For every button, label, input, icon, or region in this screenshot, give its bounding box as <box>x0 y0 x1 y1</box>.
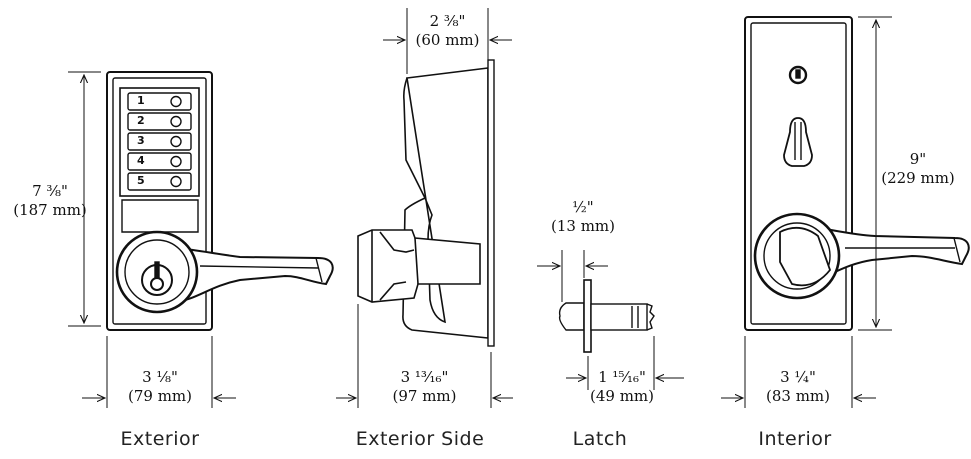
latch-length-mm: (49 mm) <box>589 387 654 405</box>
latch-throw-inches: ½" <box>572 198 594 216</box>
exterior-key-slot <box>154 261 160 279</box>
interior-lever-hub <box>779 226 832 287</box>
side-projection-label: 3 ¹³⁄₁₆" (97 mm) <box>372 368 477 406</box>
latch-throw-label: ½" (13 mm) <box>538 198 628 236</box>
interior-height-mm: (229 mm) <box>881 169 955 187</box>
side-depth-mm: (60 mm) <box>415 31 480 49</box>
exterior-height-label: 7 ³⁄₈" (187 mm) <box>2 182 98 220</box>
interior-width-label: 3 ¼" (83 mm) <box>748 368 848 406</box>
keypad-button-1-hole <box>170 95 182 108</box>
caption-exterior-side: Exterior Side <box>355 428 485 450</box>
exterior-lever-neck <box>121 199 199 233</box>
latch-tail <box>646 303 655 331</box>
latch-faceplate <box>583 279 592 353</box>
latch-length-inches: 1 ¹⁵⁄₁₆" <box>598 368 646 386</box>
side-door-plate <box>487 59 495 347</box>
side-lever-detail <box>371 230 419 302</box>
exterior-lever <box>158 247 334 304</box>
side-lever <box>357 229 481 303</box>
interior-view <box>744 16 970 331</box>
side-depth-inches: 2 ³⁄₈" <box>429 12 466 30</box>
keypad-button-5-hole <box>170 175 182 188</box>
side-depth-label: 2 ³⁄₈" (60 mm) <box>407 12 488 50</box>
caption-exterior: Exterior <box>120 428 200 450</box>
side-housing <box>402 67 489 339</box>
keypad-label-1: 1 <box>137 94 145 107</box>
keypad-button-3 <box>127 132 192 151</box>
interior-dimension-lines <box>721 16 892 408</box>
keypad-button-4 <box>127 152 192 171</box>
keypad-button-1 <box>127 92 192 111</box>
latch-throw-mm: (13 mm) <box>550 217 615 235</box>
interior-thumbturn-stem <box>794 122 802 160</box>
keypad-button-2 <box>127 112 192 131</box>
interior-key-override <box>788 65 808 85</box>
keypad-label-3: 3 <box>137 134 145 147</box>
exterior-lever-edge <box>199 257 323 283</box>
exterior-keypad-frame <box>119 87 200 197</box>
exterior-width-inches: 3 ¹⁄₈" <box>142 368 178 386</box>
exterior-escutcheon-inner <box>112 77 207 325</box>
keypad-label-4: 4 <box>137 154 145 167</box>
side-housing-front <box>403 77 426 199</box>
latch-dimension-lines <box>537 250 684 390</box>
latch-bolt <box>558 302 585 331</box>
interior-lever-edge <box>845 237 961 263</box>
keypad-button-3-hole <box>170 135 182 148</box>
keypad-label-2: 2 <box>137 114 145 127</box>
exterior-side-view <box>357 59 495 347</box>
exterior-rose-inner <box>124 239 190 305</box>
exterior-side-dimension-lines <box>336 8 513 408</box>
interior-escutcheon-inner <box>750 22 847 325</box>
exterior-view <box>106 71 334 331</box>
interior-height-label: 9" (229 mm) <box>868 150 968 188</box>
exterior-height-mm: (187 mm) <box>13 201 87 219</box>
keypad-button-5 <box>127 172 192 191</box>
exterior-keypad-buttons <box>127 92 192 191</box>
exterior-width-label: 3 ¹⁄₈" (79 mm) <box>110 368 210 406</box>
side-projection-inches: 3 ¹³⁄₁₆" <box>400 368 449 386</box>
interior-thumbturn <box>783 117 813 167</box>
keypad-label-5: 5 <box>137 174 145 187</box>
latch-length-label: 1 ¹⁵⁄₁₆" (49 mm) <box>572 368 672 406</box>
interior-key-override-slot <box>795 69 801 79</box>
exterior-height-inches: 7 ³⁄₈" <box>32 182 68 200</box>
interior-height-inches: 9" <box>909 150 927 168</box>
caption-interior: Interior <box>758 428 832 450</box>
keypad-button-2-hole <box>170 115 182 128</box>
caption-latch: Latch <box>572 428 628 450</box>
exterior-dimension-lines <box>68 71 236 408</box>
exterior-width-mm: (79 mm) <box>127 387 192 405</box>
interior-width-mm: (83 mm) <box>765 387 830 405</box>
keypad-button-4-hole <box>170 155 182 168</box>
interior-lever <box>796 226 970 282</box>
interior-width-inches: 3 ¼" <box>780 368 816 386</box>
interior-rose-inner <box>763 222 831 290</box>
latch-view <box>558 279 655 353</box>
side-projection-mm: (97 mm) <box>392 387 457 405</box>
